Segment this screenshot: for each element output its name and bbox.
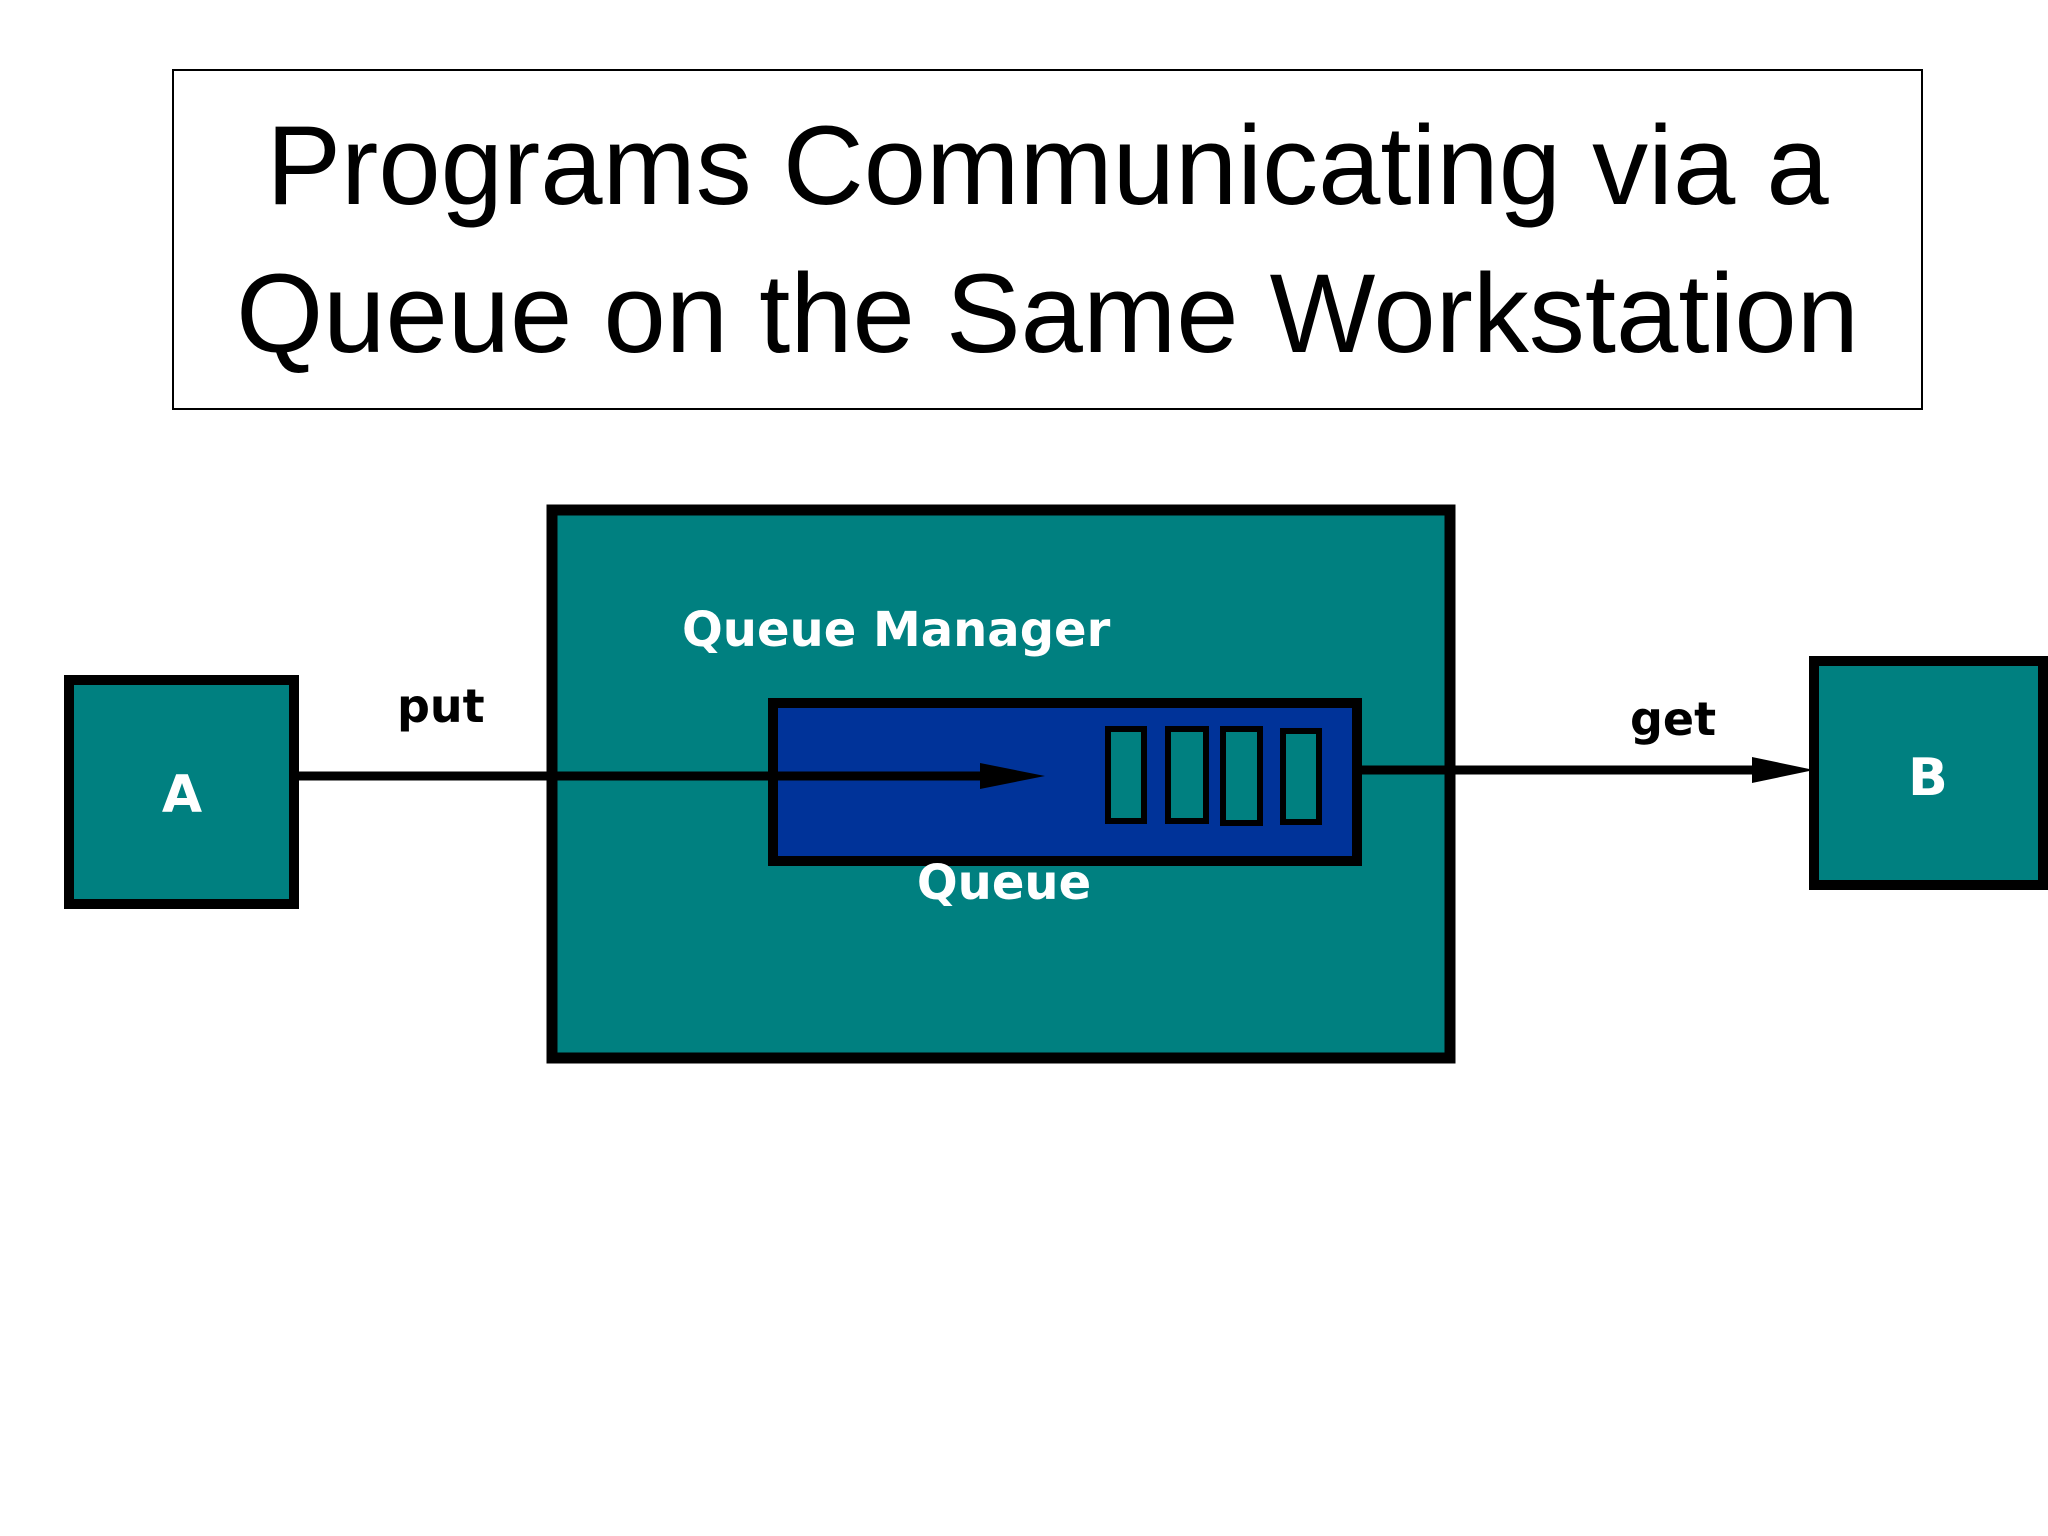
program-a-box bbox=[64, 675, 299, 909]
program-b-box bbox=[1809, 656, 2048, 890]
put-arrow-head bbox=[980, 763, 1045, 789]
message-slot-3 bbox=[1220, 726, 1263, 826]
title-line-1: Programs Communicating via a bbox=[266, 102, 1829, 228]
get-label: get bbox=[1630, 692, 1716, 746]
title-box: Programs Communicating via a Queue on th… bbox=[172, 69, 1923, 410]
title-line-2: Queue on the Same Workstation bbox=[236, 250, 1859, 376]
message-slot-2 bbox=[1165, 726, 1209, 824]
queue-box bbox=[768, 698, 1362, 866]
queue-label: Queue bbox=[917, 855, 1091, 911]
get-arrow-head bbox=[1752, 757, 1814, 783]
program-b-label: B bbox=[1908, 748, 1948, 808]
message-slot-4 bbox=[1280, 728, 1322, 825]
queue-manager-label: Queue Manager bbox=[682, 602, 1111, 658]
program-a-label: A bbox=[162, 765, 202, 825]
message-slot-1 bbox=[1105, 726, 1147, 824]
put-label: put bbox=[397, 679, 485, 733]
